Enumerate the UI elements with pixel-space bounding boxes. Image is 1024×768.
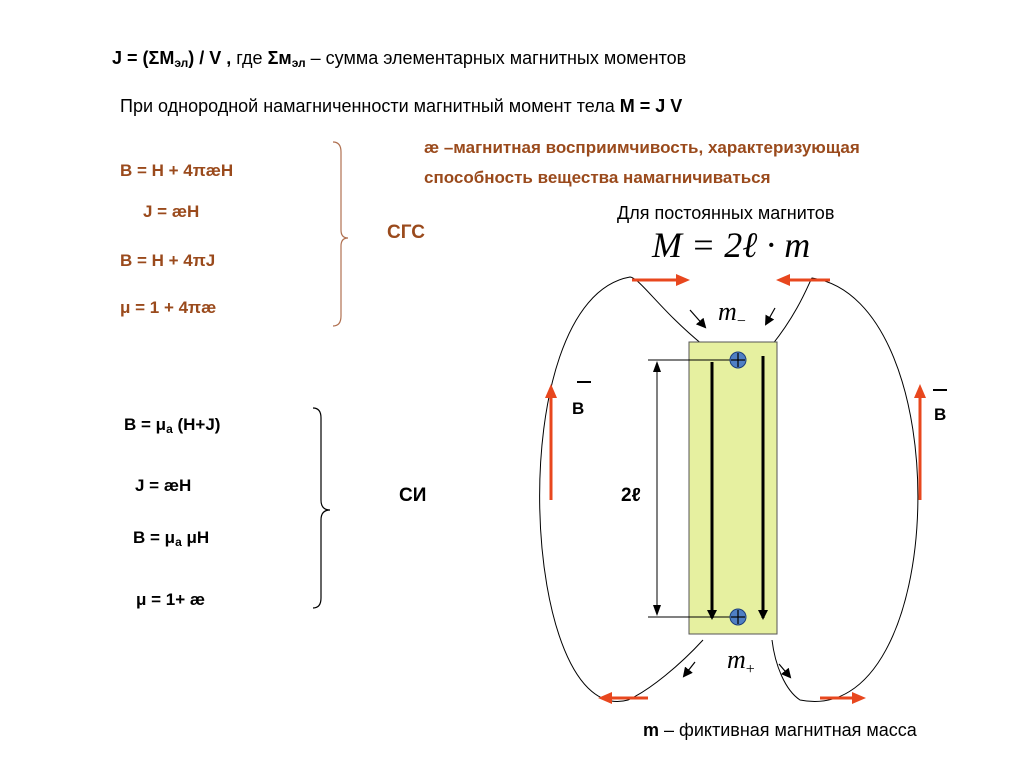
cgs-eq-1: B = H + 4πæH [120, 161, 234, 180]
cgs-eq-4: μ = 1 + 4πæ [120, 298, 217, 317]
m-plus-letter: m [727, 645, 746, 674]
m-plus-label: m+ [727, 645, 755, 679]
moment-formula: M = J V [619, 96, 683, 116]
si-eq1-post: (H+J) [172, 415, 221, 434]
field-label-right: B [934, 405, 947, 424]
m-plus-sign: + [745, 661, 755, 678]
footer-m: m [643, 720, 660, 740]
cgs-label: СГС [387, 222, 425, 243]
si-brace [312, 407, 331, 609]
uniform-text: При однородной намагниченности магнитный… [120, 96, 620, 116]
pole-bottom [729, 608, 747, 626]
length-label: 2ℓ [621, 485, 641, 506]
dim-arrow-bottom [653, 605, 661, 616]
diagram-title: Для постоянных магнитов [617, 203, 835, 223]
footer-text: – фиктивная магнитная масса [659, 720, 917, 740]
field-label-left: B [572, 399, 585, 418]
m-minus-letter: m [718, 297, 737, 326]
header-line-2: При однородной намагниченности магнитный… [120, 96, 682, 117]
sum-sub: эл [291, 56, 306, 70]
cgs-brace [332, 141, 349, 327]
arrow-bottom-right [778, 663, 792, 679]
where-word: где [231, 48, 268, 68]
field-line-left [539, 276, 704, 702]
si-eq1-pre: B = μ [124, 415, 167, 434]
kappa-note-line-1: æ –магнитная восприимчивость, характериз… [424, 138, 860, 157]
sum-symbol: Σм [267, 48, 292, 68]
sum-description: – сумма элементарных магнитных моментов [305, 48, 687, 68]
cgs-eq-3: B = H + 4πJ [120, 251, 216, 270]
cgs-eq-2: J = æH [143, 202, 200, 221]
header-line-1: J = (ΣMэл) / V , где Σмэл – сумма элемен… [112, 48, 686, 70]
dim-arrow-top [653, 361, 661, 372]
si-eq-2: J = æH [135, 476, 192, 495]
formula-end: ) / V , [188, 48, 232, 68]
si-eq-4: μ = 1+ æ [136, 590, 205, 609]
footer-note: m – фиктивная магнитная масса [643, 720, 917, 741]
arrow-bottom-left [682, 661, 696, 678]
si-eq3-post: μH [181, 528, 210, 547]
arrow-top-right [765, 307, 776, 326]
field-line-right [771, 277, 919, 702]
si-label: СИ [399, 485, 427, 506]
kappa-note-line-2: способность вещества намагничиваться [424, 168, 771, 187]
diagram-formula: M = 2ℓ · m [652, 225, 811, 265]
formula-sub: эл [174, 56, 189, 70]
arrow-top-left [689, 309, 707, 329]
m-minus-sign: − [736, 313, 746, 330]
si-eq3-sub: a [175, 535, 182, 549]
pole-top [729, 351, 747, 369]
formula-j: J = (ΣM [112, 48, 175, 68]
si-eq3-pre: B = μ [133, 528, 176, 547]
si-eq-3: B = μa μH [133, 528, 209, 549]
si-eq-1: B = μa (H+J) [124, 415, 220, 436]
si-eq1-sub: a [166, 422, 173, 436]
m-minus-label: m− [718, 297, 746, 331]
